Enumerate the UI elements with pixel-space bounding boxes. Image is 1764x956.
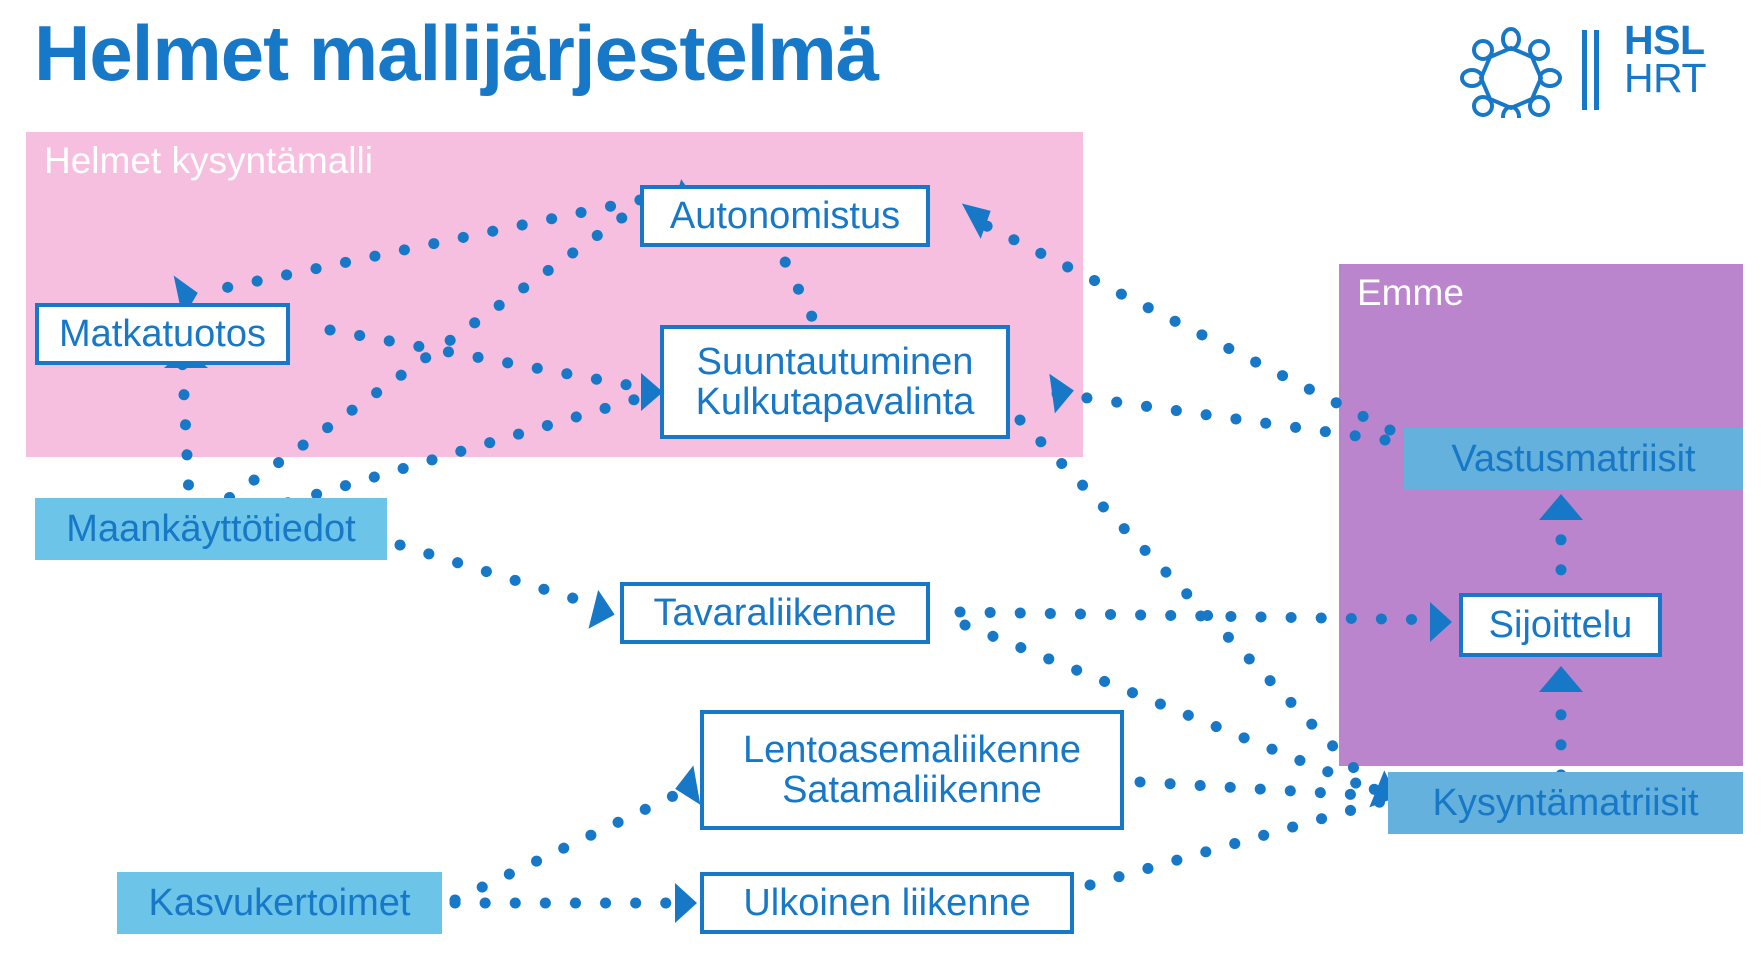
node-autonomistus-label: Autonomistus: [669, 194, 901, 237]
node-vastusmatriisit-label: Vastusmatriisit: [1451, 437, 1696, 480]
node-maankayttotiedot-label: Maankäyttötiedot: [66, 507, 356, 550]
node-ulkoinen-label: Ulkoinen liikenne: [743, 881, 1031, 924]
node-maankayttotiedot[interactable]: Maankäyttötiedot: [35, 498, 387, 560]
node-autonomistus[interactable]: Autonomistus: [640, 185, 930, 247]
node-tavaraliikenne-label: Tavaraliikenne: [653, 591, 897, 634]
logo-hrt-text: HRT: [1624, 54, 1707, 101]
node-vastusmatriisit[interactable]: Vastusmatriisit: [1404, 428, 1743, 490]
node-tavaraliikenne[interactable]: Tavaraliikenne: [620, 582, 930, 644]
node-matkatuotos-label: Matkatuotos: [59, 312, 266, 355]
logo-wordmark: HSL HRT: [1624, 17, 1707, 101]
logo-divider-bars: [1580, 30, 1604, 115]
page-title: Helmet mallijärjestelmä: [34, 9, 879, 97]
panel-emme-label: Emme: [1357, 272, 1464, 313]
panel-emme: Emme: [1339, 264, 1743, 766]
node-matkatuotos[interactable]: Matkatuotos: [35, 303, 290, 365]
node-kysyntamatriisit-label: Kysyntämatriisit: [1432, 781, 1699, 824]
node-kysyntamatriisit[interactable]: Kysyntämatriisit: [1388, 772, 1743, 834]
node-ulkoinen-liikenne[interactable]: Ulkoinen liikenne: [700, 872, 1074, 934]
hsl-octagon-icon: [1452, 26, 1570, 129]
hsl-hrt-logo: HSL HRT: [1452, 17, 1742, 129]
node-kasvukertoimet-label: Kasvukertoimet: [148, 881, 411, 924]
logo-hsl-text: HSL: [1624, 17, 1705, 63]
node-sijoittelu[interactable]: Sijoittelu: [1459, 593, 1662, 657]
node-sijoittelu-label: Sijoittelu: [1488, 603, 1633, 646]
node-kasvukertoimet[interactable]: Kasvukertoimet: [117, 872, 442, 934]
panel-helmet-label: Helmet kysyntämalli: [44, 140, 373, 181]
